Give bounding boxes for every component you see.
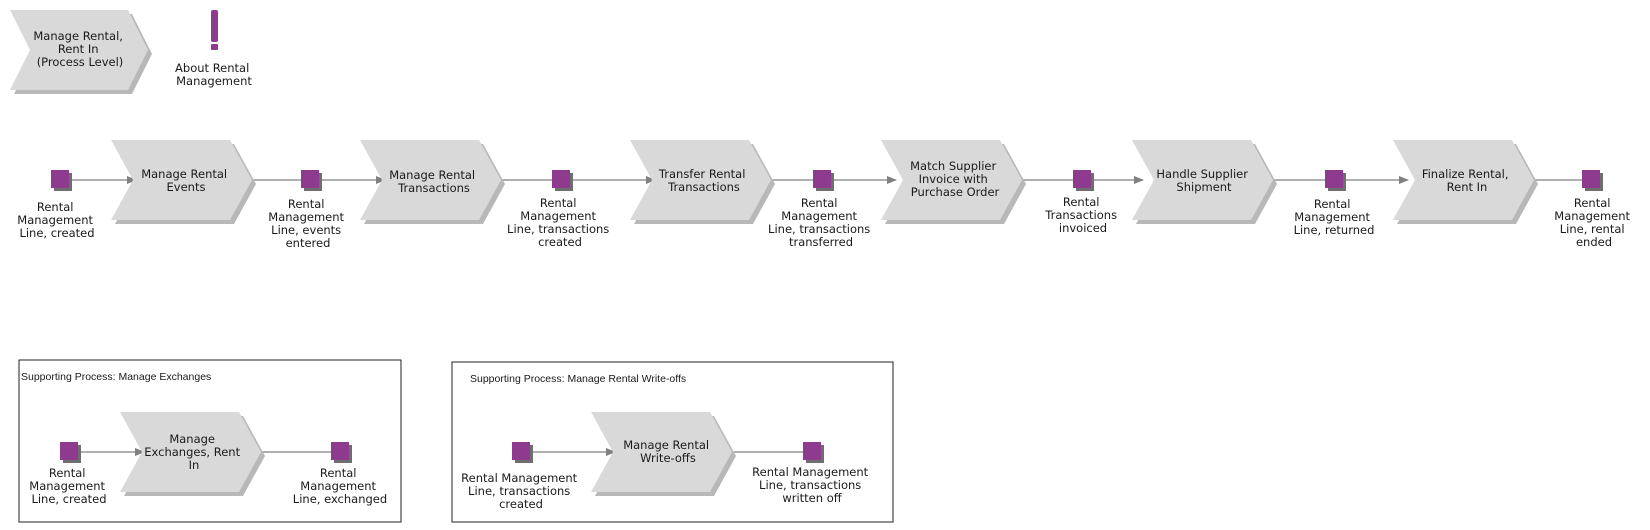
event-1-label: Rental Management Line, created <box>17 200 96 240</box>
event-7-label: Rental Management Line, rental ended <box>1554 196 1633 249</box>
event-4-label: Rental Management Line, transactions tra… <box>768 196 874 249</box>
event-7[interactable]: Rental Management Line, rental ended <box>1554 170 1633 249</box>
exchanges-start-event-label: Rental Management Line, created <box>29 466 108 506</box>
function-transfer-rental-transactions[interactable]: Transfer Rental Transactions <box>630 140 775 224</box>
event-6-label: Rental Management Line, returned <box>1294 197 1375 237</box>
writeoffs-box-title: Supporting Process: Manage Rental Write-… <box>470 373 686 385</box>
event-2[interactable]: Rental Management Line, events entered <box>268 170 347 250</box>
event-6[interactable]: Rental Management Line, returned <box>1294 170 1375 237</box>
function-manage-rental-write-offs[interactable]: Manage Rental Write-offs <box>591 412 736 496</box>
about-label: About Rental Management <box>175 61 253 88</box>
writeoffs-end-event-label: Rental Management Line, transactions wri… <box>752 465 872 505</box>
about-rental-management[interactable]: About Rental Management <box>175 10 253 88</box>
function-finalize-rental[interactable]: Finalize Rental, Rent In <box>1393 140 1538 224</box>
function-manage-exchanges[interactable]: Manage Exchanges, Rent In <box>120 412 265 496</box>
exchanges-end-event[interactable]: Rental Management Line, exchanged <box>293 442 387 506</box>
exchanges-box: Supporting Process: Manage Exchanges Ren… <box>18 359 402 523</box>
function-manage-rental-events-label: Manage Rental Events <box>141 167 231 194</box>
function-manage-rental-write-offs-label: Manage Rental Write-offs <box>623 438 713 465</box>
event-3[interactable]: Rental Management Line, transactions cre… <box>507 170 613 249</box>
exclamation-icon <box>211 10 218 50</box>
function-manage-exchanges-label: Manage Exchanges, Rent In <box>144 432 244 472</box>
function-match-supplier-invoice-label: Match Supplier Invoice with Purchase Ord… <box>910 159 1000 199</box>
event-1[interactable]: Rental Management Line, created <box>17 170 96 240</box>
function-finalize-rental-label: Finalize Rental, Rent In <box>1422 167 1512 194</box>
event-3-label: Rental Management Line, transactions cre… <box>507 196 613 249</box>
function-transfer-rental-transactions-label: Transfer Rental Transactions <box>658 167 749 194</box>
process-level-label: Manage Rental, Rent In (Process Level) <box>33 29 126 69</box>
writeoffs-end-event[interactable]: Rental Management Line, transactions wri… <box>752 442 872 505</box>
function-manage-rental-events[interactable]: Manage Rental Events <box>111 140 256 224</box>
exchanges-end-event-label: Rental Management Line, exchanged <box>293 466 387 506</box>
writeoffs-start-event-label: Rental Management Line, transactions cre… <box>461 471 581 511</box>
function-manage-rental-transactions[interactable]: Manage Rental Transactions <box>360 140 505 224</box>
exchanges-box-title: Supporting Process: Manage Exchanges <box>21 371 211 383</box>
event-5[interactable]: Rental Transactions invoiced <box>1044 170 1120 235</box>
exchanges-start-event[interactable]: Rental Management Line, created <box>29 442 108 506</box>
process-level-chevron[interactable]: Manage Rental, Rent In (Process Level) <box>10 10 152 94</box>
event-4[interactable]: Rental Management Line, transactions tra… <box>768 170 874 249</box>
function-manage-rental-transactions-label: Manage Rental Transactions <box>389 168 479 195</box>
event-2-label: Rental Management Line, events entered <box>268 197 347 250</box>
writeoffs-start-event[interactable]: Rental Management Line, transactions cre… <box>461 442 581 511</box>
function-handle-supplier-shipment-label: Handle Supplier Shipment <box>1156 167 1251 194</box>
function-handle-supplier-shipment[interactable]: Handle Supplier Shipment <box>1132 140 1277 224</box>
function-match-supplier-invoice[interactable]: Match Supplier Invoice with Purchase Ord… <box>881 140 1026 224</box>
event-5-label: Rental Transactions invoiced <box>1044 195 1120 235</box>
writeoffs-box: Supporting Process: Manage Rental Write-… <box>451 361 894 523</box>
